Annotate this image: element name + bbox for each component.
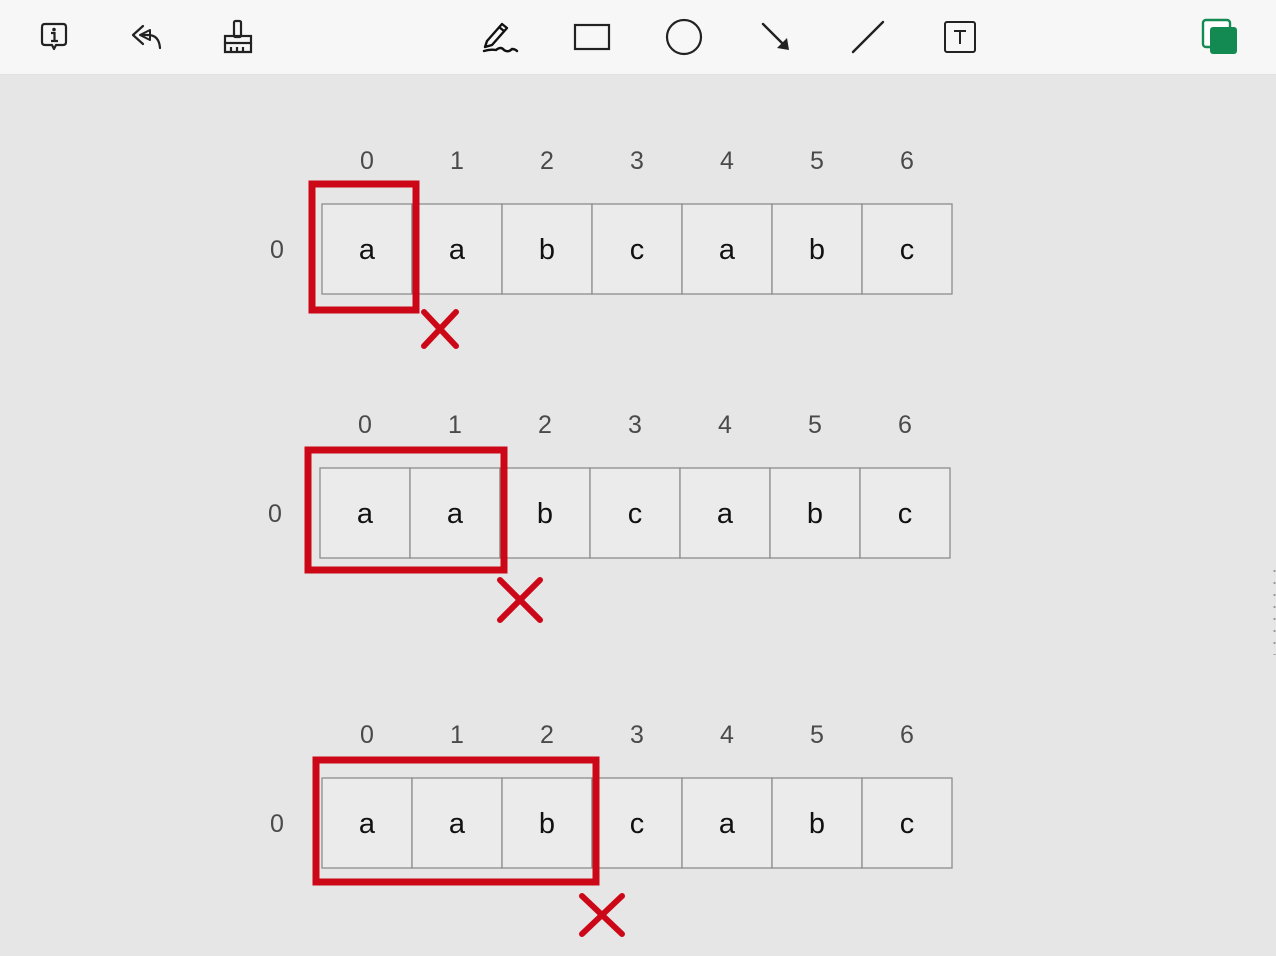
undo-button[interactable] — [123, 14, 169, 60]
pen-tool[interactable] — [477, 14, 523, 60]
line-icon — [850, 19, 886, 55]
rectangle-icon — [573, 23, 611, 51]
active-color-fill — [1210, 27, 1237, 54]
circle-icon — [665, 18, 703, 56]
scroll-handle[interactable] — [1273, 565, 1276, 655]
color-picker-button[interactable] — [1197, 14, 1243, 60]
arrow-icon — [759, 20, 793, 54]
text-tool[interactable] — [937, 14, 983, 60]
line-tool[interactable] — [845, 14, 891, 60]
circle-tool[interactable] — [661, 14, 707, 60]
color-swatch-icon — [1200, 17, 1240, 57]
undo-icon — [130, 23, 162, 51]
pen-icon — [480, 19, 520, 55]
brush-button[interactable] — [215, 14, 261, 60]
info-icon — [39, 21, 69, 53]
toolbar — [0, 0, 1276, 75]
text-box-icon — [943, 20, 977, 54]
drawing-canvas[interactable] — [8, 75, 1276, 956]
arrow-tool[interactable] — [753, 14, 799, 60]
info-button[interactable] — [31, 14, 77, 60]
rectangle-tool[interactable] — [569, 14, 615, 60]
brush-icon — [221, 19, 255, 55]
